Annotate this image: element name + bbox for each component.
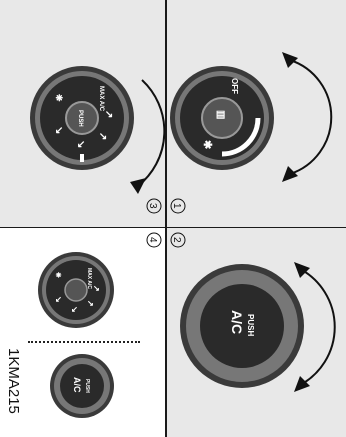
panel-4-number: 4	[146, 232, 162, 248]
panel-2-number: 2	[170, 232, 186, 248]
svg-text:1: 1	[171, 203, 182, 209]
svg-text:3: 3	[147, 203, 158, 209]
panel-3-number: 3	[146, 198, 162, 214]
svg-text:4: 4	[147, 237, 158, 243]
svg-text:2: 2	[171, 237, 182, 243]
panel-1-number: 1	[170, 198, 186, 214]
ac-push-label-small: PUSH	[84, 379, 90, 393]
figure-code: 1KMA215	[5, 348, 22, 414]
ac-label-small: A/C	[72, 377, 82, 393]
